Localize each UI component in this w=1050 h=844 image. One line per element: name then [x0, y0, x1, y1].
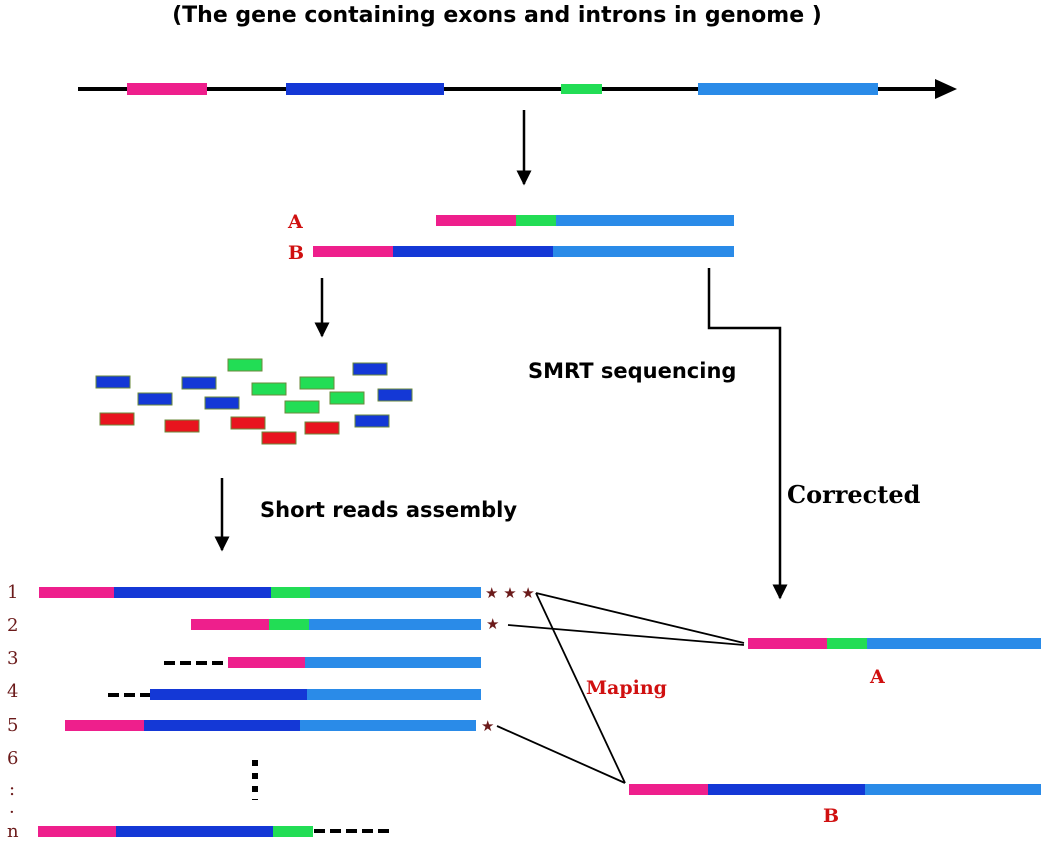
isoform-a-exon-3 — [516, 215, 556, 226]
short-read-fragments — [95, 358, 413, 445]
row-label: : — [9, 779, 15, 800]
isoform-b-exon-4 — [553, 246, 734, 257]
row-3-exon-1 — [228, 657, 305, 668]
genome-gene — [78, 79, 957, 99]
row-label: 4 — [7, 681, 18, 702]
genome-exon-4 — [698, 83, 878, 95]
row-1-exon-2 — [114, 587, 271, 598]
assembled-transcripts: 1 ★ ★ ★ 2 ★ 3 4 5 ★ 6 : · n — [7, 582, 535, 842]
corrected-label: Corrected — [787, 480, 921, 509]
row-5-exon-4 — [300, 720, 476, 731]
row-label: · — [9, 802, 15, 823]
fragment-red — [99, 412, 135, 426]
fragment-green — [299, 376, 335, 390]
row-label: 2 — [7, 615, 18, 636]
fragment-blue — [95, 375, 131, 389]
isoform-a: A — [287, 211, 734, 233]
fragment-green — [284, 400, 320, 414]
fragment-red — [304, 421, 340, 435]
fragment-green — [251, 382, 287, 396]
isoform-b-label: B — [288, 242, 304, 264]
genome-exon-3 — [561, 84, 602, 94]
result-a-exon-4 — [867, 638, 1041, 649]
row-2-stars: ★ — [486, 615, 499, 633]
isoform-a-label: A — [287, 211, 303, 233]
fragment-red — [230, 416, 266, 430]
isoform-a-exon-1 — [436, 215, 516, 226]
maping-label: Maping — [586, 677, 667, 699]
result-a-label: A — [869, 666, 885, 688]
row-4-exon-2 — [150, 689, 307, 700]
row-label: 6 — [7, 748, 18, 769]
mapping-lines — [496, 592, 745, 784]
fragment-blue — [137, 392, 173, 406]
row-label: 3 — [7, 648, 18, 669]
diagram-title: (The gene containing exons and introns i… — [172, 3, 822, 28]
row-1-exon-1 — [39, 587, 114, 598]
result-b-exon-2 — [708, 784, 865, 795]
map-line-2-to-a — [507, 624, 745, 646]
row-n-exon-2 — [116, 826, 273, 837]
fragment-green — [227, 358, 263, 372]
result-b-exon-4 — [865, 784, 1041, 795]
genome-exon-2 — [286, 83, 444, 95]
isoform-b-exon-2 — [393, 246, 553, 257]
row-n-exon-1 — [38, 826, 116, 837]
result-b-label: B — [823, 805, 839, 827]
result-isoform-b: B — [629, 784, 1041, 827]
fragment-green — [329, 391, 365, 405]
row-4-exon-4 — [307, 689, 481, 700]
fragment-blue — [204, 396, 240, 410]
fragment-red — [261, 431, 297, 445]
row-2-exon-4 — [309, 619, 481, 630]
fragment-blue — [181, 376, 217, 390]
result-b-exon-1 — [629, 784, 708, 795]
map-line-1-to-a — [535, 592, 745, 644]
fragment-blue — [352, 362, 388, 376]
row-5-stars: ★ — [481, 717, 494, 735]
row-label: 1 — [7, 582, 18, 603]
row-1-exon-3 — [271, 587, 310, 598]
row-n-exon-3 — [273, 826, 313, 837]
map-line-5-to-b — [496, 725, 626, 784]
row-label: n — [7, 821, 19, 842]
row-2-exon-3 — [269, 619, 309, 630]
fragment-blue — [354, 414, 390, 428]
smrt-sequencing-label: SMRT sequencing — [528, 359, 736, 383]
isoform-a-exon-4 — [556, 215, 734, 226]
genome-exon-1 — [127, 83, 207, 95]
result-a-exon-3 — [827, 638, 867, 649]
row-3-exon-4 — [305, 657, 481, 668]
row-label: 5 — [7, 715, 18, 736]
arrow-smrt-path — [707, 268, 788, 600]
row-5-exon-1 — [65, 720, 144, 731]
fragment-blue — [377, 388, 413, 402]
fragment-red — [164, 419, 200, 433]
genome-arrowhead — [935, 79, 957, 99]
result-a-exon-1 — [748, 638, 827, 649]
map-line-1-to-b — [535, 592, 626, 784]
row-1-exon-4 — [310, 587, 481, 598]
isoform-b-exon-1 — [313, 246, 393, 257]
row-2-exon-1 — [191, 619, 269, 630]
row-1-stars: ★ ★ ★ — [485, 584, 535, 602]
isoform-b: B — [288, 242, 734, 264]
result-isoform-a: A — [748, 638, 1041, 688]
short-reads-assembly-label: Short reads assembly — [260, 498, 517, 522]
row-5-exon-2 — [144, 720, 300, 731]
